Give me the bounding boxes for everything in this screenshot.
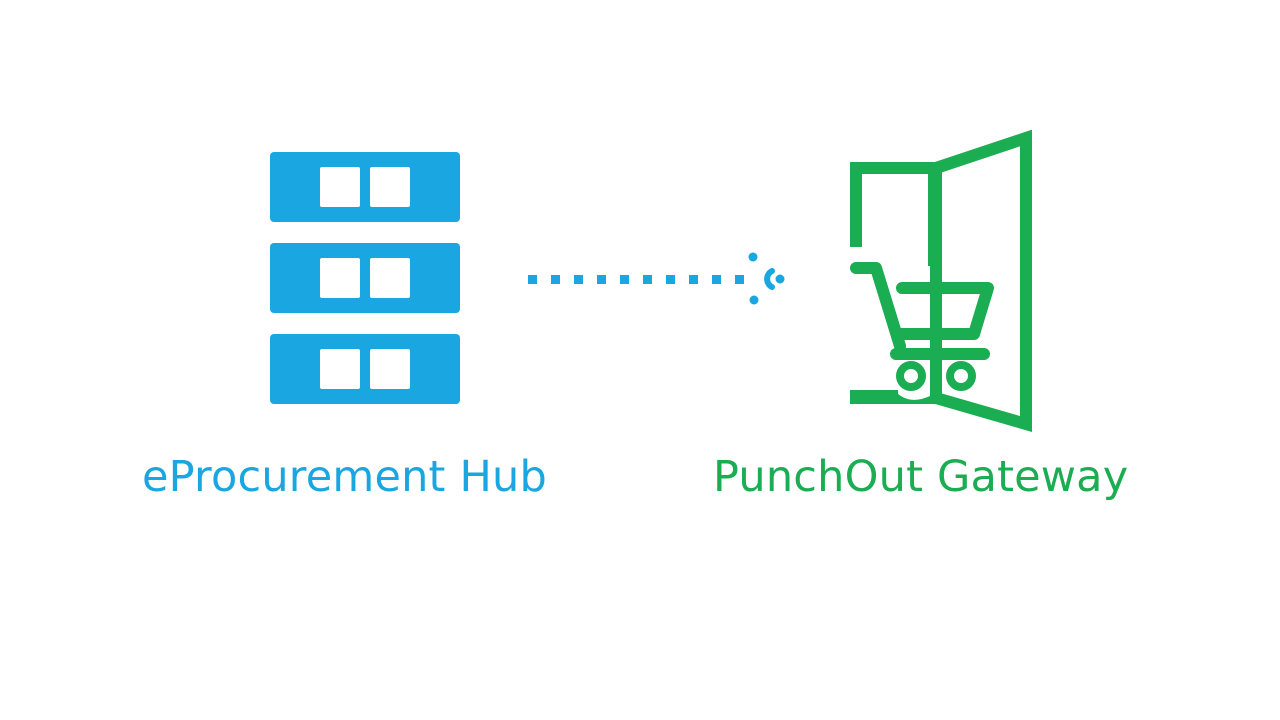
server-rack-icon <box>270 152 460 404</box>
hub-label: eProcurement Hub <box>142 452 547 502</box>
dotted-connector-arrow <box>528 252 785 305</box>
door-cart-icon <box>850 129 1032 432</box>
gateway-label: PunchOut Gateway <box>713 452 1129 502</box>
signal-connector-icon <box>748 252 785 305</box>
